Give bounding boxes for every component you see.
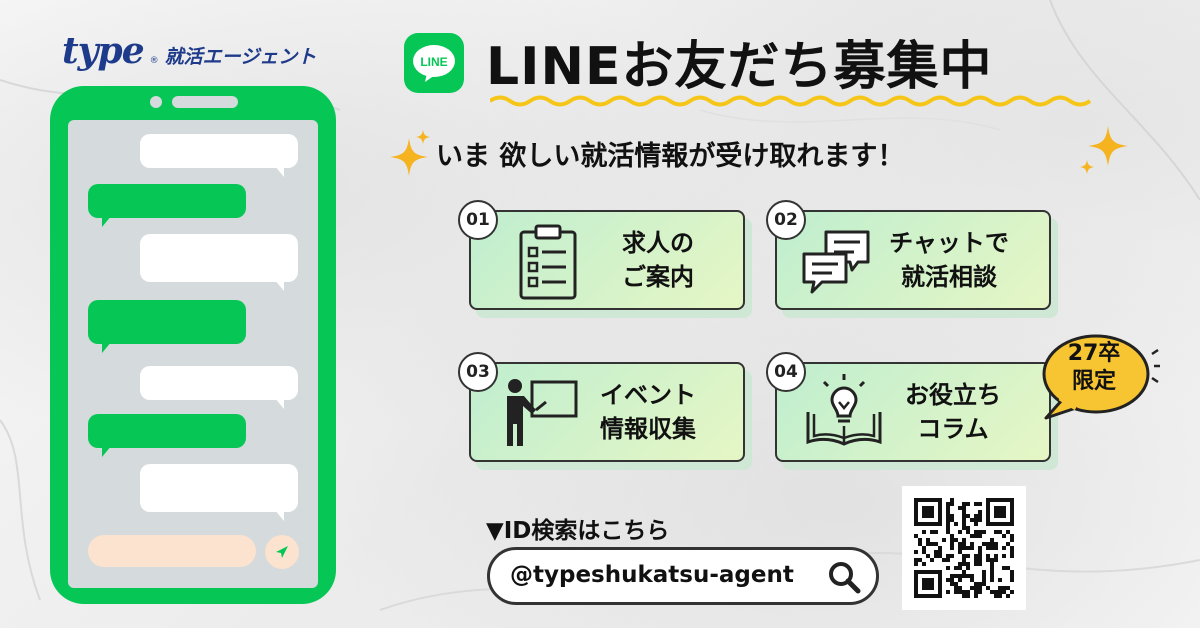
chat-bubble-incoming — [140, 366, 298, 409]
card-number: 03 — [458, 352, 498, 392]
card-label: お役立ち コラム — [888, 378, 1018, 446]
sparkle-icon — [390, 138, 428, 176]
sparkle-icon — [1088, 126, 1128, 166]
chat-bubble-outgoing — [88, 184, 246, 227]
type-agent-logo: type ® 就活エージェント — [62, 30, 316, 72]
logo-subtitle: 就活エージェント — [164, 46, 317, 68]
logo-registered: ® — [149, 56, 159, 66]
send-icon — [265, 535, 299, 569]
logo-brand: type — [62, 30, 145, 72]
page-title: LINEお友だち募集中 — [486, 37, 993, 97]
card-label: 求人の ご案内 — [598, 226, 718, 294]
badge-line2: 限定 — [1071, 369, 1116, 394]
line-id-text: @typeshukatsu-agent — [510, 562, 794, 588]
card-label-line2: コラム — [917, 415, 989, 443]
title-underline-wave — [490, 95, 1092, 107]
subtitle: いま 欲しい就活情報が受け取れます！ — [436, 141, 905, 172]
svg-text:LINE: LINE — [420, 55, 447, 69]
card-label: チャットで 就活相談 — [874, 226, 1024, 294]
card-label-line2: ご案内 — [622, 263, 694, 291]
card-label-line2: 就活相談 — [901, 263, 997, 291]
limited-badge — [1042, 334, 1160, 420]
presenter-board-icon — [507, 379, 578, 446]
card-label-line1: チャットで — [889, 229, 1009, 257]
chat-input-field — [88, 535, 256, 567]
chat-bubble-incoming — [140, 464, 298, 521]
card-label-line1: 求人の — [622, 229, 694, 257]
feature-card-column — [775, 362, 1051, 462]
card-number: 01 — [458, 200, 498, 240]
id-search-label: ▼ID検索はこちら — [486, 518, 670, 544]
qr-code-icon[interactable] — [902, 486, 1026, 610]
sparkle-icon — [1080, 160, 1094, 174]
card-label: イベント 情報収集 — [588, 378, 708, 446]
limited-badge-text: 27卒 限定 — [1040, 340, 1148, 396]
phone-speaker — [172, 96, 238, 108]
line-id-search-box[interactable] — [487, 547, 879, 605]
chat-bubbles-icon — [802, 230, 870, 294]
chat-bubble-incoming — [140, 234, 298, 291]
search-icon[interactable] — [826, 559, 862, 595]
badge-line1: 27卒 — [1067, 341, 1121, 366]
line-app-icon: LINE — [404, 33, 464, 93]
card-label-line1: お役立ち — [905, 381, 1001, 409]
card-number: 02 — [766, 200, 806, 240]
phone-camera — [150, 96, 162, 108]
card-number: 04 — [766, 352, 806, 392]
clipboard-checklist-icon — [519, 224, 577, 300]
chat-bubble-outgoing — [88, 300, 246, 353]
chat-bubble-incoming — [140, 134, 298, 177]
sparkle-icon — [416, 130, 430, 144]
feature-card-jobs — [469, 210, 745, 310]
lightbulb-book-icon — [806, 374, 882, 446]
chat-bubble-outgoing — [88, 414, 246, 457]
card-label-line2: 情報収集 — [600, 415, 696, 443]
card-label-line1: イベント — [600, 381, 696, 409]
